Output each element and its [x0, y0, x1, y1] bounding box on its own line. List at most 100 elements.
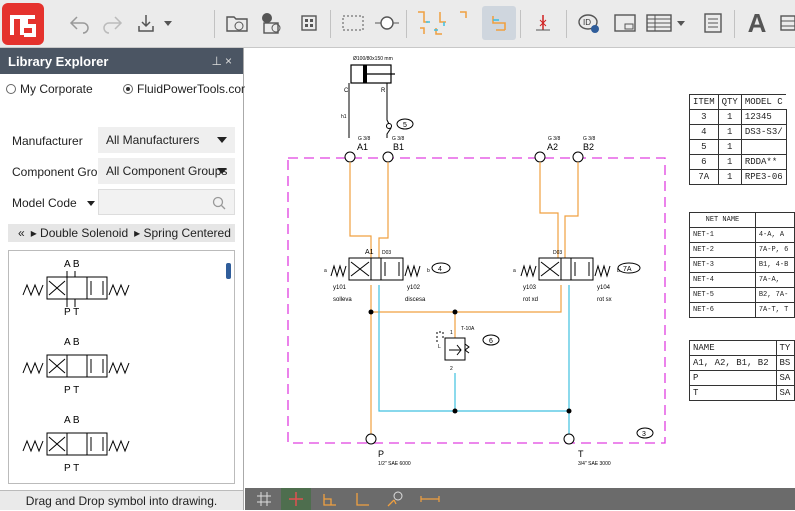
- supply-ports: P 1/2" SAE 6000 T 3/4" SAE 3000 3: [365, 427, 654, 467]
- relief-valve-6[interactable]: T-10A 1 L 2 6: [436, 326, 500, 372]
- svg-text:1: 1: [450, 330, 453, 336]
- cylinder: Ø100/80x150 mm C R h1 5: [341, 56, 414, 138]
- chevron-down-icon: [217, 168, 227, 174]
- node-icon[interactable]: [370, 6, 404, 40]
- panel-title: Library Explorer: [8, 53, 109, 69]
- svg-text:discesa: discesa: [405, 297, 426, 303]
- svg-text:L: L: [438, 344, 441, 350]
- table-dropdown-icon[interactable]: [644, 6, 690, 40]
- svg-text:P T: P T: [64, 463, 79, 474]
- svg-text:G 3/8: G 3/8: [583, 136, 595, 142]
- manufacturer-label: Manufacturer: [12, 134, 83, 148]
- tank-lines: [378, 285, 570, 434]
- chevron-down-icon: [217, 137, 227, 143]
- drawing-canvas[interactable]: Ø100/80x150 mm C R h1 5 G 3/8 G 3/8 G 3/…: [245, 48, 795, 488]
- svg-text:h1: h1: [341, 114, 347, 120]
- pressure-lines: [349, 162, 579, 434]
- component-group-select[interactable]: All Component Groups: [98, 158, 235, 184]
- svg-text:b: b: [617, 268, 620, 274]
- svg-text:A B: A B: [64, 259, 80, 270]
- svg-text:ID: ID: [583, 18, 591, 27]
- component-id-icon[interactable]: ID: [572, 6, 606, 40]
- snap-icon[interactable]: [281, 488, 311, 510]
- valve-symbol-2[interactable]: A B P T: [22, 337, 130, 396]
- connector-icon[interactable]: [292, 6, 326, 40]
- svg-text:P T: P T: [64, 385, 79, 396]
- svg-text:P: P: [378, 449, 384, 459]
- svg-text:y103: y103: [523, 285, 537, 291]
- radio-fluidpowertools[interactable]: FluidPowerTools.com: [123, 82, 251, 96]
- svg-text:3: 3: [642, 431, 646, 438]
- svg-text:2: 2: [450, 366, 453, 372]
- svg-text:Ø100/80x150 mm: Ø100/80x150 mm: [353, 56, 393, 62]
- line-routing-icon[interactable]: [412, 6, 476, 40]
- app-logo[interactable]: [2, 3, 44, 45]
- svg-text:A2: A2: [547, 142, 558, 152]
- delete-net-icon[interactable]: [526, 6, 560, 40]
- svg-text:C: C: [344, 88, 349, 94]
- drag-hint: Drag and Drop symbol into drawing.: [0, 490, 243, 510]
- breadcrumb-back[interactable]: «: [18, 226, 25, 240]
- close-icon[interactable]: ×: [224, 54, 235, 68]
- radio-my-corporate[interactable]: My Corporate: [6, 82, 93, 96]
- valve-symbols: A B P T A B P T A B: [22, 259, 130, 474]
- search-input[interactable]: [98, 189, 235, 215]
- svg-text:T: T: [578, 449, 584, 459]
- svg-text:D03: D03: [553, 250, 562, 256]
- open-folder-icon[interactable]: [220, 6, 254, 40]
- svg-text:R: R: [381, 88, 386, 94]
- redo-icon[interactable]: [96, 6, 130, 40]
- valve-symbol-1[interactable]: A B P T: [22, 259, 130, 318]
- dashed-rectangle-icon[interactable]: [336, 6, 370, 40]
- export-dropdown-icon[interactable]: [134, 6, 178, 40]
- svg-text:a: a: [324, 268, 327, 274]
- orthogonal-line-icon[interactable]: [482, 6, 516, 40]
- svg-text:rot sx: rot sx: [597, 297, 612, 303]
- svg-text:y101: y101: [333, 285, 347, 291]
- svg-text:y102: y102: [407, 285, 421, 291]
- svg-text:1/2" SAE 6000: 1/2" SAE 6000: [378, 461, 411, 467]
- valve-symbol-3[interactable]: A B P T: [22, 415, 130, 474]
- assembly-boundary: [287, 157, 666, 444]
- ortho-icon[interactable]: [315, 488, 345, 510]
- drawing-status-bar: [245, 488, 795, 510]
- text-tool-icon[interactable]: A: [747, 7, 767, 38]
- component-group-label: Component Group: [12, 165, 111, 179]
- svg-text:3/4" SAE 3000: 3/4" SAE 3000: [578, 461, 611, 467]
- undo-icon[interactable]: [62, 6, 96, 40]
- title-block-icon[interactable]: [608, 6, 642, 40]
- pin-icon[interactable]: ⊥: [211, 54, 225, 68]
- angle-icon[interactable]: [347, 488, 377, 510]
- breadcrumb-spring-centered[interactable]: ▸ Spring Centered: [134, 226, 231, 240]
- svg-text:7A: 7A: [623, 266, 632, 273]
- logo-icon: [10, 15, 36, 37]
- svg-text:a: a: [513, 268, 516, 274]
- dimension-icon[interactable]: [415, 488, 445, 510]
- svg-text:A1: A1: [357, 142, 368, 152]
- model-code-dropdown[interactable]: Model Code: [12, 196, 95, 210]
- svg-text:B1: B1: [393, 142, 404, 152]
- breadcrumb-double-solenoid[interactable]: ▸ Double Solenoid: [30, 226, 129, 240]
- object-snap-icon[interactable]: [381, 488, 411, 510]
- manufacturer-select[interactable]: All Manufacturers: [98, 127, 235, 153]
- svg-text:y104: y104: [597, 285, 611, 291]
- grid-icon[interactable]: [249, 488, 279, 510]
- place-component-icon[interactable]: [254, 6, 288, 40]
- breadcrumb: « ▸ Double Solenoid ▸ Spring Centered: [8, 224, 235, 242]
- svg-text:A B: A B: [64, 337, 80, 348]
- more-icon[interactable]: [776, 6, 795, 40]
- symbol-list: A B P T A B P T A B: [8, 250, 235, 484]
- main-toolbar: ID A: [0, 0, 795, 48]
- svg-text:P T: P T: [64, 307, 79, 318]
- svg-text:5: 5: [403, 122, 407, 129]
- svg-text:solleva: solleva: [333, 297, 352, 303]
- svg-text:4: 4: [438, 266, 442, 273]
- scrollbar-thumb[interactable]: [226, 263, 231, 279]
- svg-text:B2: B2: [583, 142, 594, 152]
- form-icon[interactable]: [696, 6, 730, 40]
